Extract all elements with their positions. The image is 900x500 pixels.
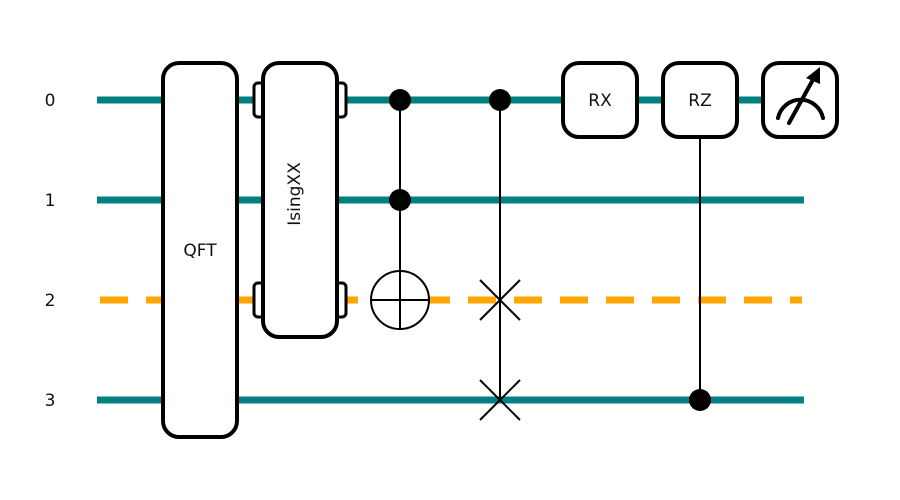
wire-label-3: 3: [45, 391, 56, 411]
rz-control-dot: [689, 389, 711, 411]
toffoli-control-dot-0: [389, 89, 411, 111]
qft-gate-label: QFT: [183, 241, 217, 261]
rx-gate-label: RX: [588, 91, 612, 111]
swap-cross-2b: [479, 279, 521, 321]
rz-gate-label: RZ: [688, 91, 711, 111]
controlled-rz-gate: RZ: [661, 61, 739, 411]
toffoli-gate: [370, 89, 430, 330]
qft-gate: QFT: [161, 61, 239, 439]
meter-needle-arrowhead: [806, 67, 820, 84]
controlled-swap-gate: [479, 89, 521, 421]
wire-label-1: 1: [45, 191, 56, 211]
wire-label-2: 2: [45, 291, 56, 311]
toffoli-control-dot-1: [389, 189, 411, 211]
rx-gate: RX: [561, 61, 639, 139]
swap-cross-3b: [479, 379, 521, 421]
isingxx-gate-label: IsingXX: [285, 162, 305, 226]
measurement-gate: [761, 61, 839, 139]
isingxx-gate: IsingXX: [252, 61, 348, 339]
swap-control-dot: [489, 89, 511, 111]
meter-needle: [787, 74, 817, 125]
wire-label-0: 0: [45, 91, 56, 111]
